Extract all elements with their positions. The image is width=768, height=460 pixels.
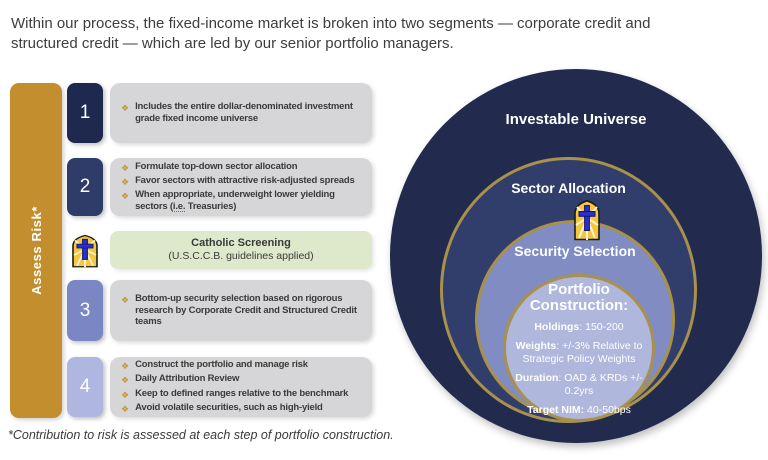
step-2-number: 2 xyxy=(67,158,103,216)
bullet-text: Keep to defined ranges relative to the b… xyxy=(135,387,349,399)
diamond-bullet-icon: ❖ xyxy=(121,191,130,202)
assess-risk-label: Assess Risk* xyxy=(28,206,44,295)
bullet-item: ❖ Favor sectors with attractive risk-adj… xyxy=(121,175,367,188)
step-1-number: 1 xyxy=(67,83,103,143)
diamond-bullet-icon: ❖ xyxy=(121,389,130,400)
portfolio-duration-value: : OAD & KRDs +/- 0.2yrs xyxy=(558,372,643,397)
portfolio-weights-label: Weights xyxy=(515,340,557,353)
investable-universe-label: Investable Universe xyxy=(505,111,647,128)
footnote: *Contribution to risk is assessed at eac… xyxy=(8,428,394,442)
catholic-screening-box: Catholic Screening (U.S.C.C.B. guideline… xyxy=(110,231,372,269)
bullet-text-post: Treasuries) xyxy=(185,201,237,213)
bullet-item: ❖ Construct the portfolio and manage ris… xyxy=(121,359,367,372)
diamond-bullet-icon: ❖ xyxy=(121,375,130,386)
step-2-description-box: ❖ Formulate top-down sector allocation ❖… xyxy=(110,158,372,216)
portfolio-holdings-label: Holdings xyxy=(534,321,580,334)
bullet-item: ❖ When appropriate, underweight lower yi… xyxy=(121,189,367,213)
bullet-item: ❖ Avoid volatile securities, such as hig… xyxy=(121,402,367,415)
portfolio-target-nim-line: Target NIM: 40-50bps xyxy=(527,404,631,416)
step-3-number: 3 xyxy=(67,280,103,341)
diamond-bullet-icon: ❖ xyxy=(121,403,130,414)
bullet-text: Formulate top-down sector allocation xyxy=(135,160,298,172)
step-4-number: 4 xyxy=(67,357,103,417)
bullet-text-pre: When appropriate, underweight lower yiel… xyxy=(135,189,335,213)
bullet-text: When appropriate, underweight lower yiel… xyxy=(135,189,367,213)
portfolio-holdings-line: Holdings: 150-200 xyxy=(534,321,623,333)
portfolio-weights-line: Weights: +/-3% Relative to Strategic Pol… xyxy=(506,340,652,365)
bullet-item: ❖ Includes the entire dollar-denominated… xyxy=(121,101,367,125)
bullet-text: Bottom-up security selection based on ri… xyxy=(135,292,357,328)
portfolio-construction-circle: Portfolio Construction: Holdings: 150-20… xyxy=(503,274,655,422)
bullet-item: ❖ Bottom-up security selection based on … xyxy=(121,293,367,329)
bullet-text: Avoid volatile securities, such as high-… xyxy=(135,401,323,413)
diamond-bullet-icon: ❖ xyxy=(121,294,130,305)
bullet-text: Includes the entire dollar-denominated i… xyxy=(135,101,353,124)
bullet-text: Daily Attribution Review xyxy=(135,373,240,385)
stained-glass-window-icon xyxy=(574,199,600,241)
stained-glass-window-icon xyxy=(72,234,98,268)
portfolio-target-nim-label: Target NIM: xyxy=(527,403,585,416)
diamond-bullet-icon: ❖ xyxy=(121,361,130,372)
catholic-screening-subtitle: (U.S.C.C.B. guidelines applied) xyxy=(168,250,314,263)
security-selection-label: Security Selection xyxy=(514,243,636,259)
bullet-text: Construct the portfolio and manage risk xyxy=(135,359,308,371)
bullet-text-ie: i.e. xyxy=(172,201,186,213)
portfolio-weights-value: : +/-3% Relative to Strategic Policy Wei… xyxy=(522,340,643,365)
bullet-item: ❖ Keep to defined ranges relative to the… xyxy=(121,388,367,401)
step-1-description-box: ❖ Includes the entire dollar-denominated… xyxy=(110,83,372,143)
slide-title: Within our process, the fixed-income mar… xyxy=(11,15,651,52)
portfolio-duration-label: Duration xyxy=(515,372,559,385)
diamond-bullet-icon: ❖ xyxy=(121,103,130,114)
portfolio-construction-title: Portfolio Construction: xyxy=(529,281,629,315)
bullet-item: ❖ Daily Attribution Review xyxy=(121,373,367,386)
bullet-text: Favor sectors with attractive risk-adjus… xyxy=(135,175,355,187)
assess-risk-bar: Assess Risk* xyxy=(10,83,62,418)
step-4-description-box: ❖ Construct the portfolio and manage ris… xyxy=(110,357,372,417)
sector-allocation-label: Sector Allocation xyxy=(511,180,626,196)
portfolio-holdings-value: : 150-200 xyxy=(579,321,624,334)
catholic-screening-title: Catholic Screening xyxy=(191,236,291,249)
portfolio-target-nim-value: 40-50bps xyxy=(584,403,631,416)
diamond-bullet-icon: ❖ xyxy=(121,162,130,173)
diamond-bullet-icon: ❖ xyxy=(121,177,130,188)
step-3-description-box: ❖ Bottom-up security selection based on … xyxy=(110,280,372,341)
bullet-item: ❖ Formulate top-down sector allocation xyxy=(121,161,367,174)
portfolio-duration-line: Duration: OAD & KRDs +/- 0.2yrs xyxy=(506,372,652,397)
